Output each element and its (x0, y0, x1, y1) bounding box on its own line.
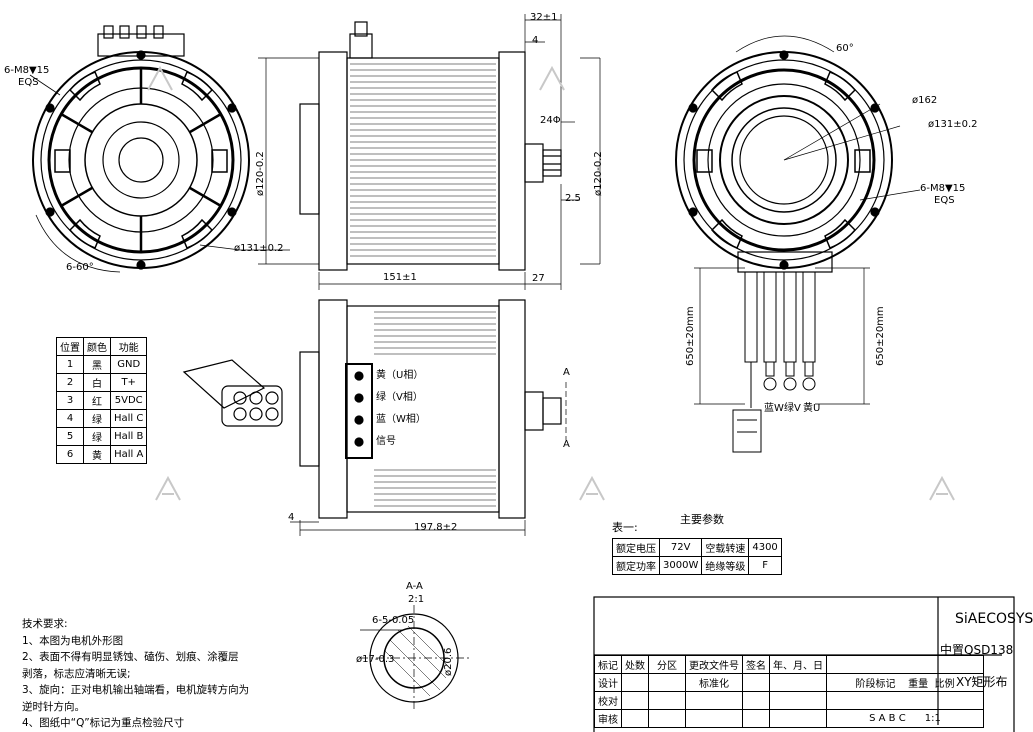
pin-header-color: 颜色 (83, 337, 111, 356)
phase-label-signal: 信号 (376, 436, 396, 447)
watermark-logos (147, 65, 955, 501)
hall-connector-drawing (182, 359, 283, 427)
dim-dia-right: ø120-0.2 (593, 151, 604, 196)
revision-row: 标记处数分区更改文件号签名年、月、日 (594, 655, 984, 674)
company-name: SiAECOSYS (955, 611, 1033, 627)
phase-label-w: 蓝（W相） (376, 414, 426, 425)
left-bolt-eqs: EQS (18, 77, 39, 88)
dim-4-bottom: 4 (288, 512, 295, 523)
right-bolt-eqs: EQS (934, 195, 955, 206)
technical-requirements: 技术要求: 1、本图为电机外形图 2、表面不得有明显锈蚀、磕伤、划痕、涂覆层 剥… (22, 616, 249, 732)
right-dia-131: ø131±0.2 (928, 119, 978, 130)
left-bolt-spec: 6-M8▼15 (4, 65, 50, 76)
drawing-canvas (29, 14, 1015, 732)
design-row: 设计标准化 阶段标记 重量 比例 (594, 673, 984, 692)
phase-label-u: 黄（U相） (376, 370, 424, 381)
requirement-item: 剥落，标志应清晰无误; (22, 667, 131, 680)
product-name: 中置QSD138 (940, 643, 1014, 657)
pin-header-func: 功能 (109, 337, 148, 356)
cable-length-1: 650±20mm (685, 306, 696, 366)
wire-label-w: 蓝W (764, 403, 784, 414)
left-angle: 6-60° (66, 262, 94, 273)
section-mark-a-bottom: A (563, 439, 570, 450)
dim-2-5: 2.5 (565, 193, 581, 204)
section-scale: 2:1 (408, 594, 425, 605)
dim-4-top: 4 (532, 35, 539, 46)
requirement-item: 1、本图为电机外形图 (22, 634, 124, 647)
params-title: 主要参数 (680, 513, 724, 526)
right-angle: 60° (836, 43, 854, 54)
wire-label-v: 绿V (784, 403, 801, 414)
title-block-table: 标记处数分区更改文件号签名年、月、日 设计标准化 阶段标记 重量 比例 校对 审… (594, 655, 984, 728)
right-bolt-spec: 6-M8▼15 (920, 183, 966, 194)
left-end-view (29, 25, 290, 273)
dim-32: 32±1 (530, 12, 558, 23)
section-dia-20: ø20.6 (443, 647, 454, 676)
requirement-item: 2、表面不得有明显锈蚀、磕伤、划痕、涂覆层 (22, 651, 239, 663)
section-mark-a-top: A (563, 367, 570, 378)
right-end-view (675, 35, 921, 453)
check-row: 校对 (594, 691, 984, 710)
requirement-item: 4、图纸中“Q”标记为重点检验尺寸 (22, 717, 185, 729)
dim-27: 27 (532, 273, 545, 284)
pin-header-pos: 位置 (56, 337, 84, 356)
right-dia-162: ø162 (912, 95, 938, 106)
section-key-dim: 6-5-0.05 (372, 615, 415, 626)
dim-1978: 197.8±2 (414, 522, 458, 533)
dim-151: 151±1 (383, 272, 417, 283)
dim-dia-left: ø120-0.2 (255, 151, 266, 196)
requirements-title: 技术要求: (22, 618, 68, 630)
motor-side-view (258, 14, 601, 290)
section-aa-drawing (360, 605, 470, 712)
wire-label-u: 黄U (803, 403, 821, 414)
params-table-label: 表一: (612, 521, 638, 534)
phase-label-v: 绿（V相） (376, 392, 423, 403)
left-diameter: ø131±0.2 (234, 243, 284, 254)
cable-length-2: 650±20mm (875, 306, 886, 366)
review-row: 审核 S A B C 1:1 (594, 709, 984, 728)
dim-24: 24Φ (540, 115, 561, 126)
section-title: A-A (406, 581, 423, 592)
requirement-item: 逆时针方向。 (22, 700, 85, 713)
motor-bottom-view (290, 299, 567, 536)
section-dia-17: ø17-0.3 (356, 654, 395, 665)
requirement-item: 3、旋向：正对电机输出轴端看，电机旋转方向为 (22, 684, 250, 696)
